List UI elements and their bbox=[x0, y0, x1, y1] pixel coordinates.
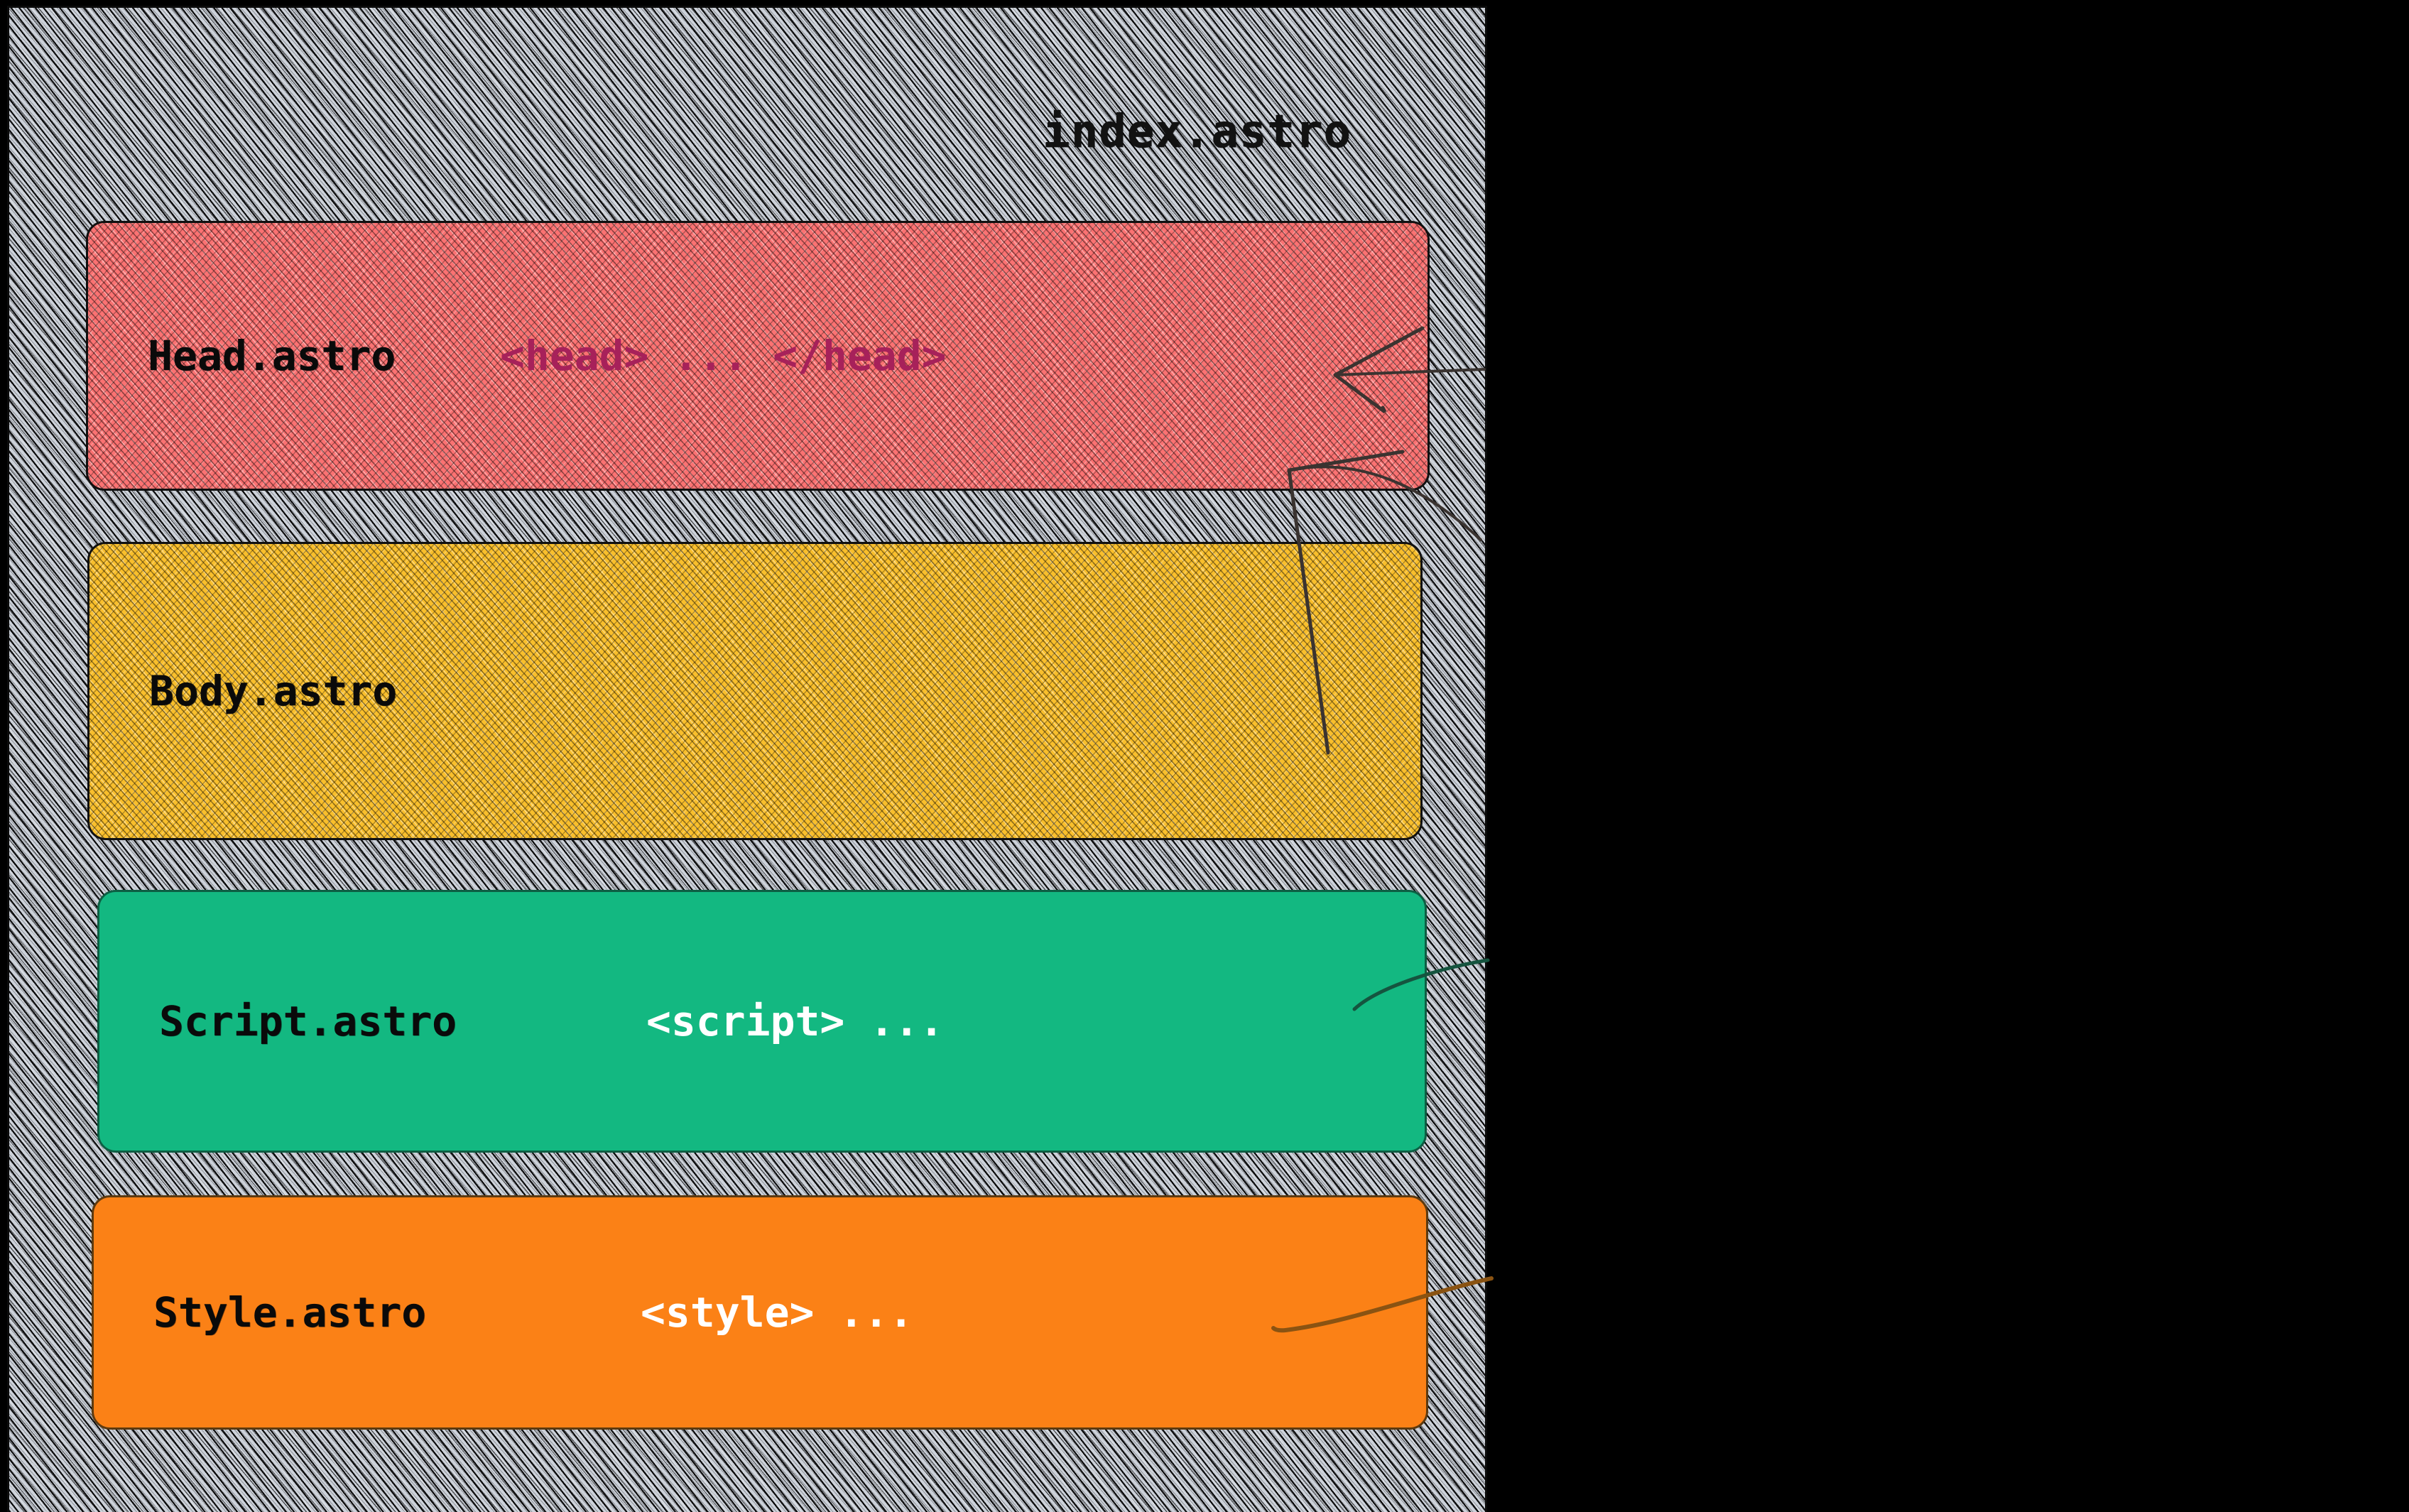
block-style-code: <style> ... bbox=[641, 1288, 914, 1337]
block-style-label: Style.astro bbox=[153, 1288, 427, 1337]
block-body-label: Body.astro bbox=[149, 667, 398, 715]
block-head-code: <head> ... </head> bbox=[500, 332, 947, 380]
block-script-astro[interactable]: Script.astro <script> ... bbox=[97, 890, 1427, 1153]
block-style-astro[interactable]: Style.astro <style> ... bbox=[92, 1195, 1428, 1430]
block-script-label: Script.astro bbox=[159, 997, 457, 1045]
index-astro-container: index.astro Head.astro <head> ... </head… bbox=[7, 6, 1487, 1512]
block-script-code: <script> ... bbox=[646, 997, 945, 1045]
page-title: index.astro bbox=[1043, 106, 1352, 158]
block-head-astro[interactable]: Head.astro <head> ... </head> bbox=[86, 221, 1430, 491]
block-body-astro[interactable]: Body.astro bbox=[87, 542, 1423, 840]
block-head-label: Head.astro bbox=[148, 332, 396, 380]
